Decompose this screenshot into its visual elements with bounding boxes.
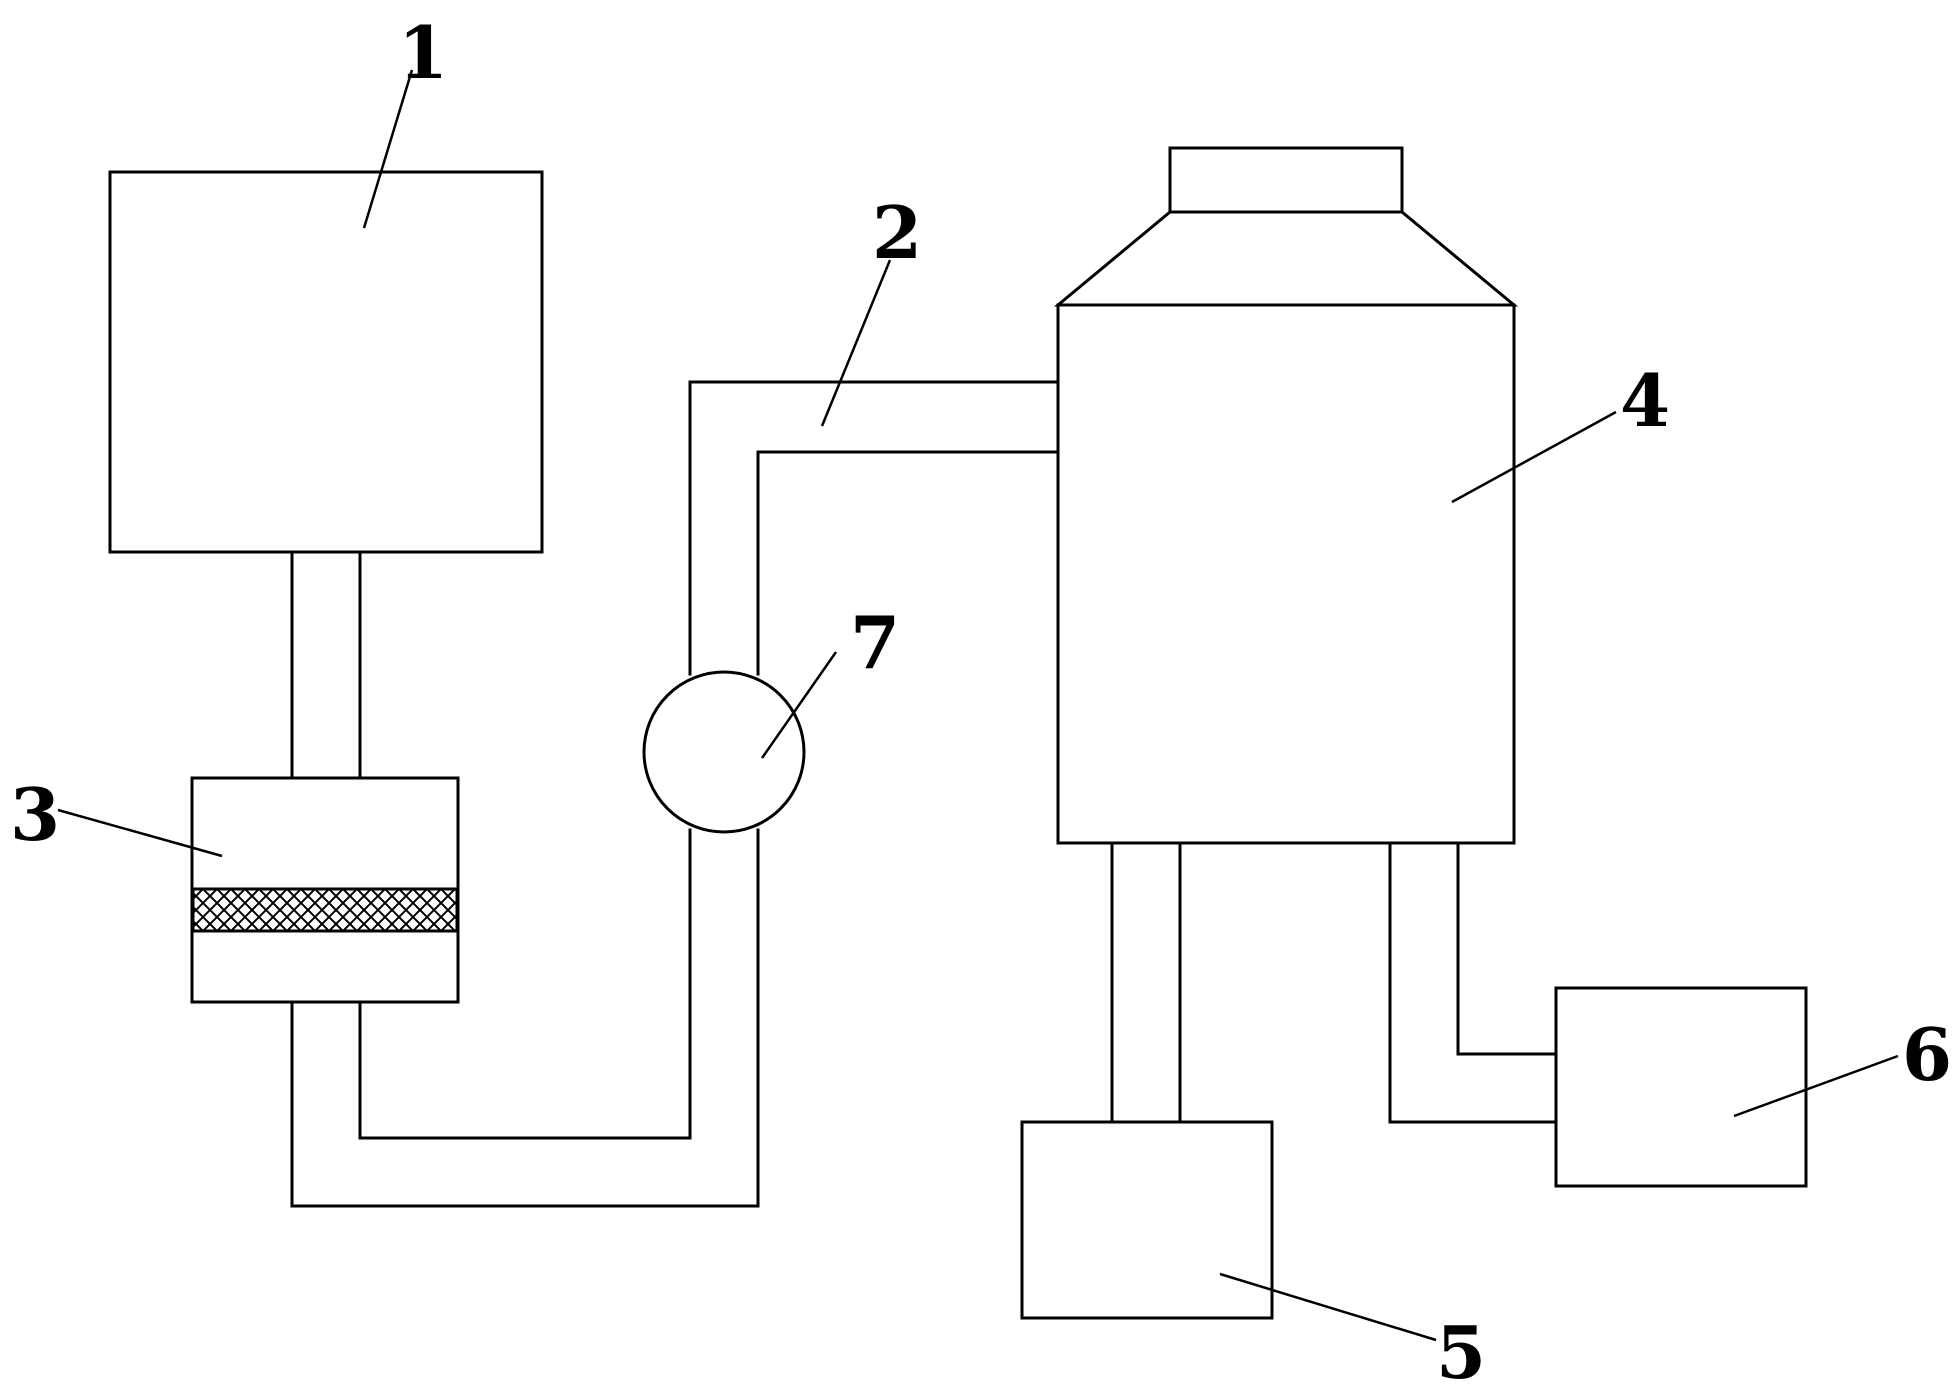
component-4-body xyxy=(1056,303,1516,845)
component-6-box xyxy=(1554,986,1808,1188)
label-4: 4 xyxy=(1620,358,1670,443)
pipe-2-inner xyxy=(358,828,692,1140)
component-4-cap xyxy=(1168,146,1404,214)
pipe-2-outer xyxy=(290,828,760,1208)
component-4-cone xyxy=(1053,210,1519,307)
label-2: 2 xyxy=(872,190,922,275)
component-7-pump xyxy=(642,670,806,834)
pipe-2-upper-inner xyxy=(756,450,1060,676)
leader-3 xyxy=(57,808,223,858)
leader-1 xyxy=(362,69,414,229)
pipe-4-6-inner xyxy=(1456,841,1558,1056)
leader-5 xyxy=(1219,1272,1437,1342)
leader-7 xyxy=(760,651,838,759)
leader-6 xyxy=(1733,1054,1899,1118)
pipe-2-upper-outer xyxy=(688,380,1060,676)
pipe-4-6-outer xyxy=(1388,841,1558,1124)
label-3: 3 xyxy=(10,772,60,857)
label-1: 1 xyxy=(398,10,448,95)
label-5: 5 xyxy=(1436,1310,1486,1390)
label-6: 6 xyxy=(1902,1012,1952,1097)
leader-4 xyxy=(1451,410,1617,504)
label-7: 7 xyxy=(850,600,900,685)
component-5-box xyxy=(1020,1120,1274,1320)
component-3-filter-mesh xyxy=(191,887,459,933)
leader-2 xyxy=(820,259,892,427)
component-1-box xyxy=(108,170,544,554)
